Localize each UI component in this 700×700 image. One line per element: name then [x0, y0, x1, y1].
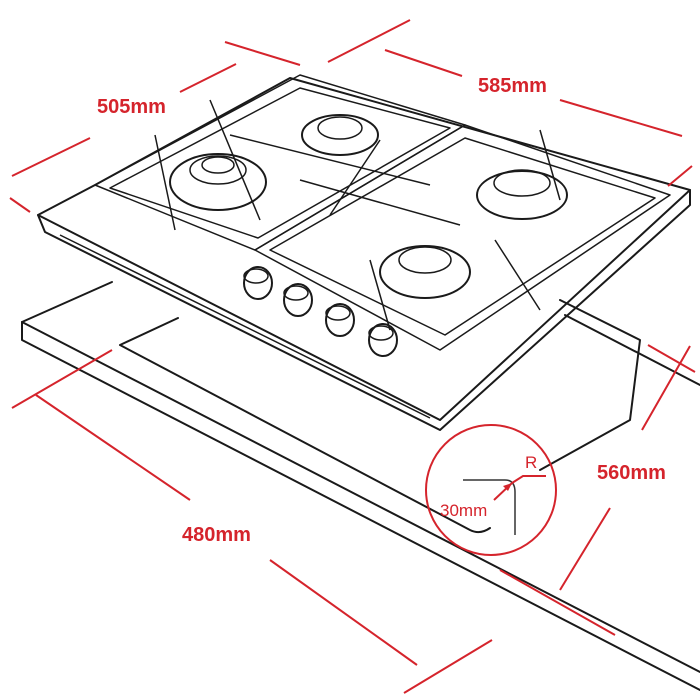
knob-3 [325, 303, 355, 337]
knob-4 [368, 323, 398, 357]
burner-right [476, 169, 568, 220]
control-knobs [243, 266, 398, 357]
radius-value: 30mm [440, 501, 488, 520]
burner-back [301, 114, 379, 156]
corner-radius-detail [425, 424, 557, 556]
knob-1 [243, 266, 273, 300]
countertop [21, 281, 700, 691]
cutout-depth-label: 560mm [597, 462, 666, 484]
radius-arrow-icon [503, 483, 512, 491]
dimension-lines [9, 19, 696, 694]
pan-supports [94, 74, 671, 351]
burner-left [169, 153, 267, 211]
depth-dimension-label: 505mm [97, 96, 166, 118]
hob [37, 74, 691, 431]
cutout-width-label: 480mm [182, 524, 251, 546]
burner-front [379, 245, 471, 299]
width-dimension-label: 585mm [478, 75, 547, 97]
knob-2 [283, 283, 313, 317]
radius-label: R [525, 453, 538, 472]
